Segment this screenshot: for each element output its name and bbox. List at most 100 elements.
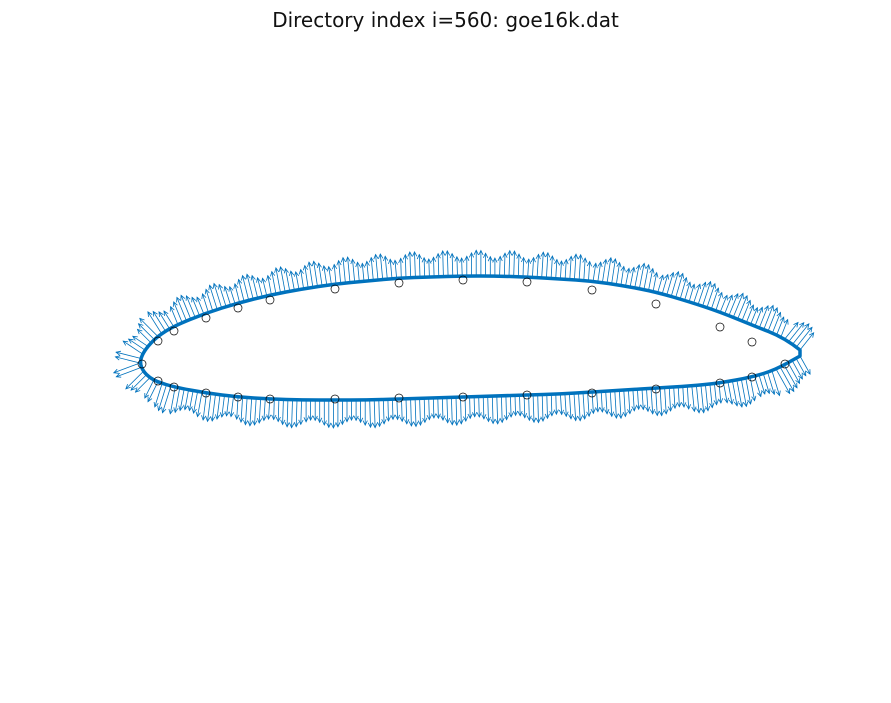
normal-arrow xyxy=(204,288,214,312)
normal-arrow xyxy=(582,257,588,281)
normal-arrow xyxy=(330,400,336,429)
sample-point-marker xyxy=(201,388,211,398)
sample-point-marker xyxy=(201,313,211,323)
normal-arrow xyxy=(697,281,707,305)
normal-arrow xyxy=(502,252,508,277)
normal-arrow xyxy=(788,321,805,342)
normal-arrow xyxy=(772,311,782,334)
normal-arrow xyxy=(745,378,753,405)
normal-arrow xyxy=(728,292,739,316)
sample-point-marker xyxy=(747,372,757,382)
normal-arrow xyxy=(736,379,744,408)
normal-arrow xyxy=(553,394,559,416)
normal-arrow xyxy=(779,366,795,393)
normal-arrow xyxy=(485,396,491,423)
normal-arrow xyxy=(478,249,484,276)
normal-arrow xyxy=(335,400,341,428)
normal-arrow xyxy=(463,396,469,423)
normal-arrow xyxy=(549,394,555,417)
normal-arrow xyxy=(201,393,207,421)
normal-arrow xyxy=(684,281,692,301)
normal-arrow xyxy=(137,323,155,340)
normal-arrow xyxy=(517,395,523,417)
normal-arrow xyxy=(115,366,142,378)
normal-arrow xyxy=(724,294,733,315)
normal-arrow xyxy=(468,251,475,276)
normal-arrow xyxy=(473,249,479,276)
normal-arrow xyxy=(652,271,659,292)
normal-arrow xyxy=(666,271,675,296)
normal-arrow xyxy=(435,397,441,420)
normal-arrow xyxy=(700,384,706,414)
normal-arrow xyxy=(426,258,432,278)
normal-arrow xyxy=(364,260,370,281)
normal-arrow xyxy=(289,399,295,429)
normal-arrow xyxy=(590,391,596,415)
normal-arrow xyxy=(440,397,446,422)
normal-arrow xyxy=(649,388,655,415)
normal-arrow xyxy=(581,392,587,420)
normal-arrow xyxy=(459,257,465,277)
normal-arrow xyxy=(237,278,245,302)
normal-arrow xyxy=(224,395,230,417)
normal-arrow xyxy=(606,256,613,284)
normal-arrow xyxy=(185,295,196,318)
normal-arrow xyxy=(507,249,513,277)
normal-arrow xyxy=(127,338,146,351)
normal-arrow xyxy=(161,385,172,414)
sample-point-marker xyxy=(587,285,597,295)
normal-arrow xyxy=(250,274,259,299)
normal-arrow xyxy=(115,350,142,359)
normal-arrow xyxy=(458,397,464,425)
normal-arrow xyxy=(256,276,263,297)
sample-point-marker xyxy=(153,336,163,346)
normal-arrow xyxy=(780,318,789,337)
normal-arrow xyxy=(408,398,414,427)
normal-arrow xyxy=(558,393,564,416)
figure-title: Directory index i=560: goe16k.dat xyxy=(272,8,619,32)
normal-arrow xyxy=(321,265,328,286)
normal-arrow xyxy=(431,397,437,419)
normal-arrow xyxy=(497,255,503,277)
normal-arrow xyxy=(132,335,149,347)
sample-point-marker xyxy=(651,384,661,394)
normal-arrow xyxy=(412,250,418,278)
normal-arrow xyxy=(783,364,798,389)
normal-arrow xyxy=(158,311,170,330)
normal-arrow xyxy=(130,374,147,391)
normal-arrow xyxy=(261,277,268,296)
normal-arrow xyxy=(696,385,702,414)
normal-arrow xyxy=(535,394,541,424)
normal-arrow xyxy=(597,261,603,282)
sample-point-marker xyxy=(233,303,243,313)
normal-arrow xyxy=(709,383,715,409)
sample-point-marker xyxy=(522,390,532,400)
normal-arrow xyxy=(449,252,455,277)
sample-point-marker xyxy=(522,277,532,287)
normal-arrow xyxy=(629,266,636,288)
normal-arrow xyxy=(345,256,351,283)
normal-arrow xyxy=(326,400,332,429)
normal-arrow xyxy=(713,383,719,406)
normal-arrow xyxy=(638,262,646,289)
normal-arrow xyxy=(307,261,314,288)
normal-arrow xyxy=(540,394,546,423)
normal-arrow xyxy=(577,253,583,281)
normal-arrow xyxy=(317,400,323,424)
normal-arrow xyxy=(467,396,473,420)
normal-arrow xyxy=(785,321,799,339)
normal-arrow xyxy=(795,326,813,348)
normal-arrow xyxy=(648,267,655,291)
normal-arrow xyxy=(392,259,398,279)
normal-arrow xyxy=(245,273,254,300)
normal-arrow xyxy=(563,258,569,280)
sample-point-marker xyxy=(715,322,725,332)
normal-arrow xyxy=(487,255,493,276)
normal-arrow xyxy=(271,399,277,421)
normal-arrow xyxy=(464,255,470,276)
normal-arrow xyxy=(280,399,286,426)
normal-arrow xyxy=(426,398,432,421)
normal-arrow xyxy=(390,399,396,421)
